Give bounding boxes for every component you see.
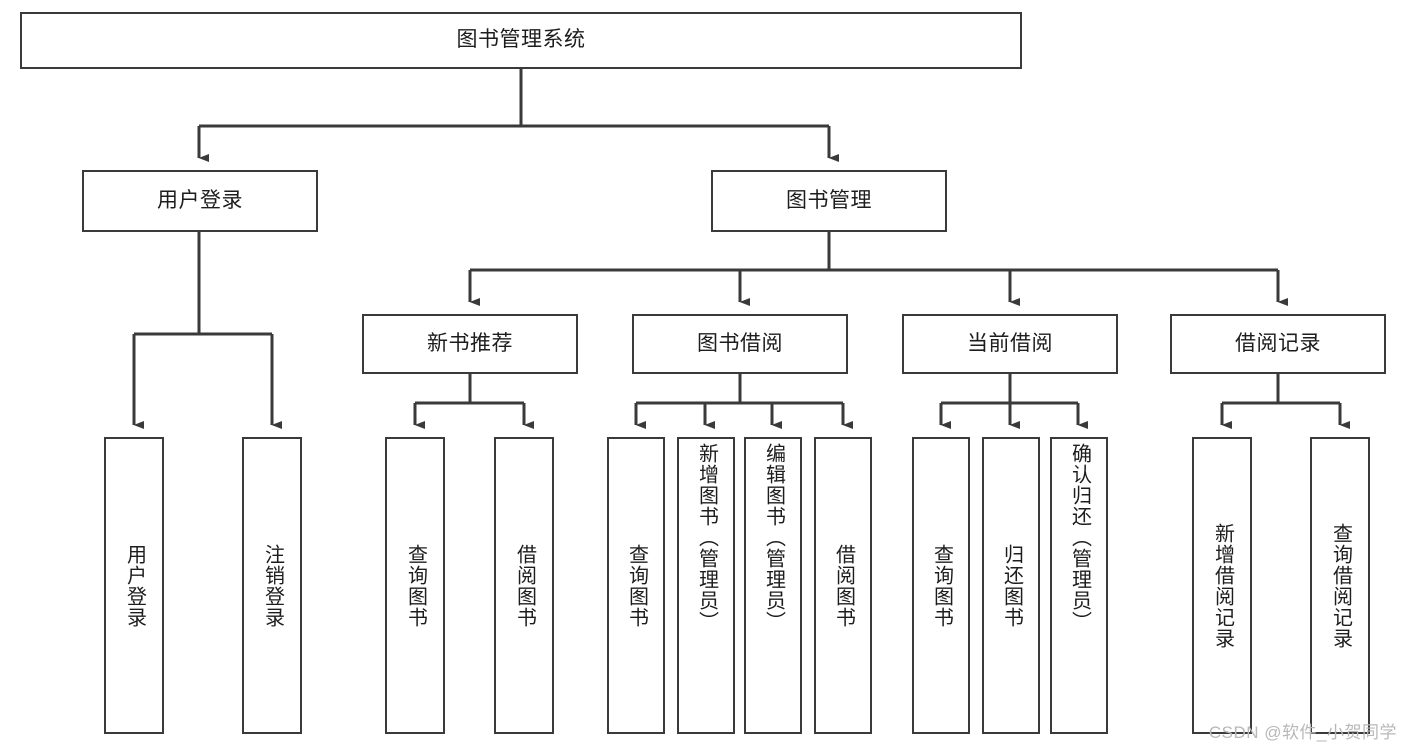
node-label: 借阅图书	[832, 543, 855, 628]
node-label: 注销登录	[261, 543, 284, 628]
node-label: 查询图书	[404, 543, 427, 628]
node-label: 新书推荐	[427, 331, 513, 355]
node-label: 新增图书（管理员）	[695, 443, 718, 632]
node-user-login[interactable]: 用户登录	[82, 170, 318, 232]
node-label: 查询图书	[625, 543, 648, 628]
leaf-current-borrow-query-book[interactable]: 查询图书	[912, 437, 970, 734]
node-label: 确认归还（管理员）	[1068, 443, 1091, 632]
node-label: 借阅图书	[513, 543, 536, 628]
leaf-current-borrow-confirm-return-admin[interactable]: 确认归还（管理员）	[1050, 437, 1108, 734]
leaf-book-borrow-borrow-book[interactable]: 借阅图书	[814, 437, 872, 734]
node-label: 查询借阅记录	[1329, 522, 1352, 649]
leaf-borrow-record-add-record[interactable]: 新增借阅记录	[1192, 437, 1252, 734]
node-label: 图书管理	[786, 188, 872, 212]
leaf-borrow-record-query-record[interactable]: 查询借阅记录	[1310, 437, 1370, 734]
node-current-borrow[interactable]: 当前借阅	[902, 314, 1118, 374]
leaf-book-borrow-add-book-admin[interactable]: 新增图书（管理员）	[677, 437, 735, 734]
node-label: 借阅记录	[1235, 331, 1321, 355]
node-label: 归还图书	[1000, 543, 1023, 628]
node-root-library-management-system[interactable]: 图书管理系统	[20, 12, 1022, 69]
leaf-book-borrow-edit-book-admin[interactable]: 编辑图书（管理员）	[744, 437, 802, 734]
node-book-management[interactable]: 图书管理	[711, 170, 947, 232]
node-label: 图书管理系统	[456, 28, 586, 52]
node-label: 用户登录	[157, 188, 243, 212]
node-label: 用户登录	[123, 543, 146, 628]
leaf-user-login-logout[interactable]: 注销登录	[242, 437, 302, 734]
node-label: 编辑图书（管理员）	[762, 443, 785, 632]
node-label: 当前借阅	[967, 331, 1053, 355]
node-borrow-record[interactable]: 借阅记录	[1170, 314, 1386, 374]
leaf-current-borrow-return-book[interactable]: 归还图书	[982, 437, 1040, 734]
leaf-user-login-login[interactable]: 用户登录	[104, 437, 164, 734]
node-new-book-recommendation[interactable]: 新书推荐	[362, 314, 578, 374]
node-label: 新增借阅记录	[1211, 522, 1234, 649]
leaf-book-borrow-query-book[interactable]: 查询图书	[607, 437, 665, 734]
node-label: 查询图书	[930, 543, 953, 628]
node-book-borrow[interactable]: 图书借阅	[632, 314, 848, 374]
leaf-new-book-query-book[interactable]: 查询图书	[385, 437, 445, 734]
watermark-csdn: CSDN @软件_小贺同学	[1208, 723, 1397, 742]
node-label: 图书借阅	[697, 331, 783, 355]
leaf-new-book-borrow-book[interactable]: 借阅图书	[494, 437, 554, 734]
